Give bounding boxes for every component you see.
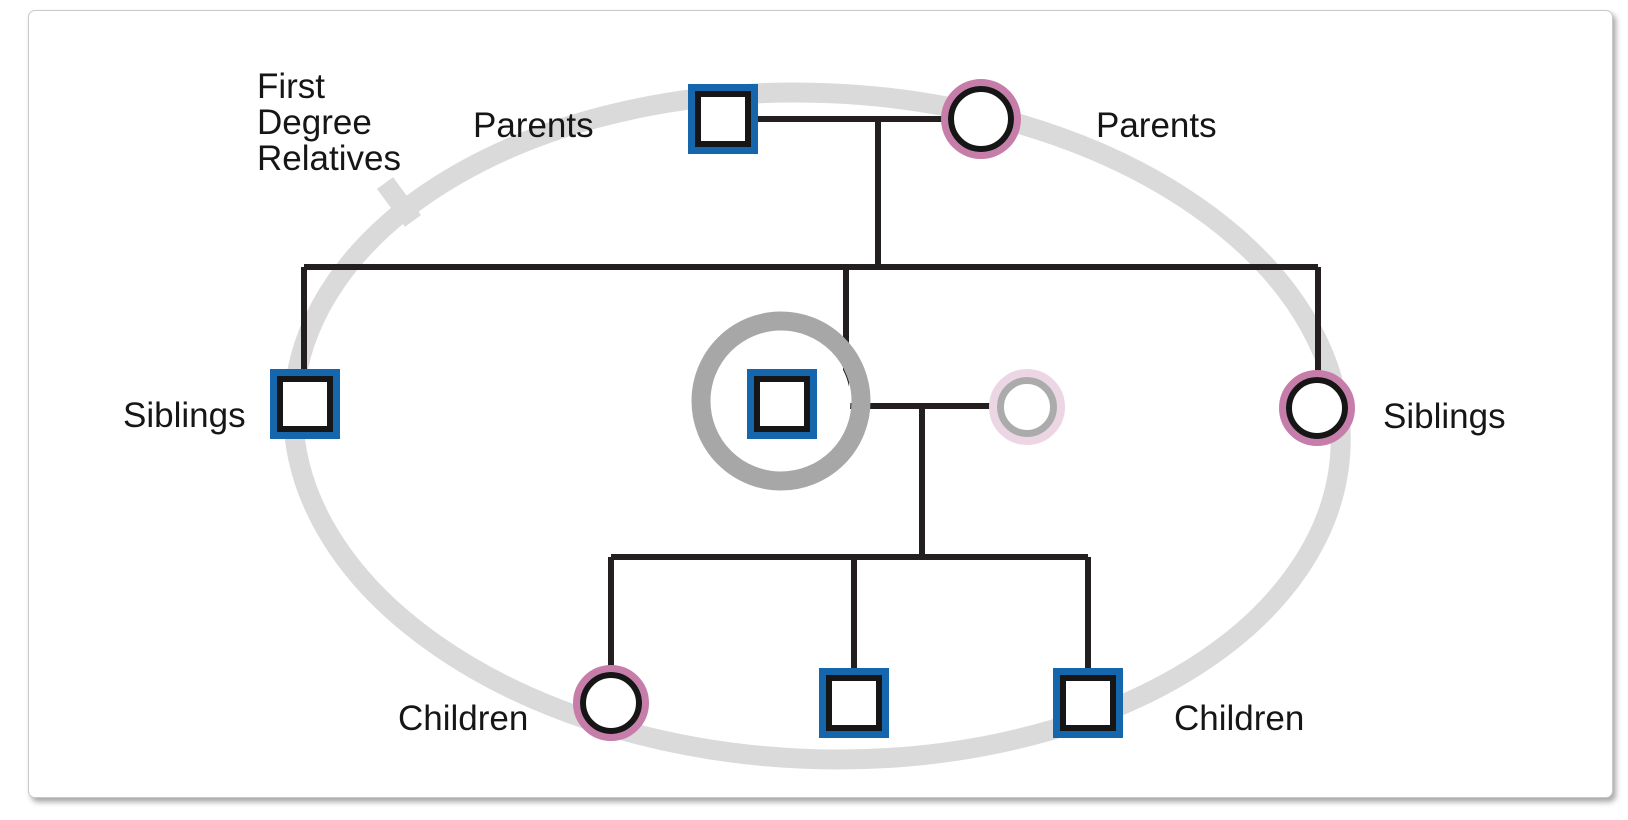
child-male-1-symbol <box>819 668 889 738</box>
father-symbol-inner <box>695 91 751 147</box>
mother-symbol <box>941 79 1021 159</box>
mother-symbol-inner <box>948 86 1014 152</box>
boundary-label-tick <box>376 177 422 227</box>
child-female-symbol <box>573 665 649 741</box>
sibling-female-symbol-inner <box>1286 377 1348 439</box>
child-male-2-symbol-inner <box>1060 675 1116 731</box>
spouse-symbol-inner <box>997 377 1057 437</box>
proband-symbol <box>747 369 817 439</box>
sibling-male-symbol-inner <box>277 376 333 432</box>
sibling-male-symbol <box>270 369 340 439</box>
proband-highlight-ring <box>691 311 871 491</box>
child-male-1-symbol-inner <box>826 675 882 731</box>
pedigree-svg <box>270 79 1355 770</box>
child-male-2-symbol <box>1053 668 1123 738</box>
child-female-symbol-inner <box>580 672 642 734</box>
proband-symbol-inner <box>754 376 810 432</box>
sibling-female-symbol <box>1279 370 1355 446</box>
father-symbol <box>688 84 758 154</box>
